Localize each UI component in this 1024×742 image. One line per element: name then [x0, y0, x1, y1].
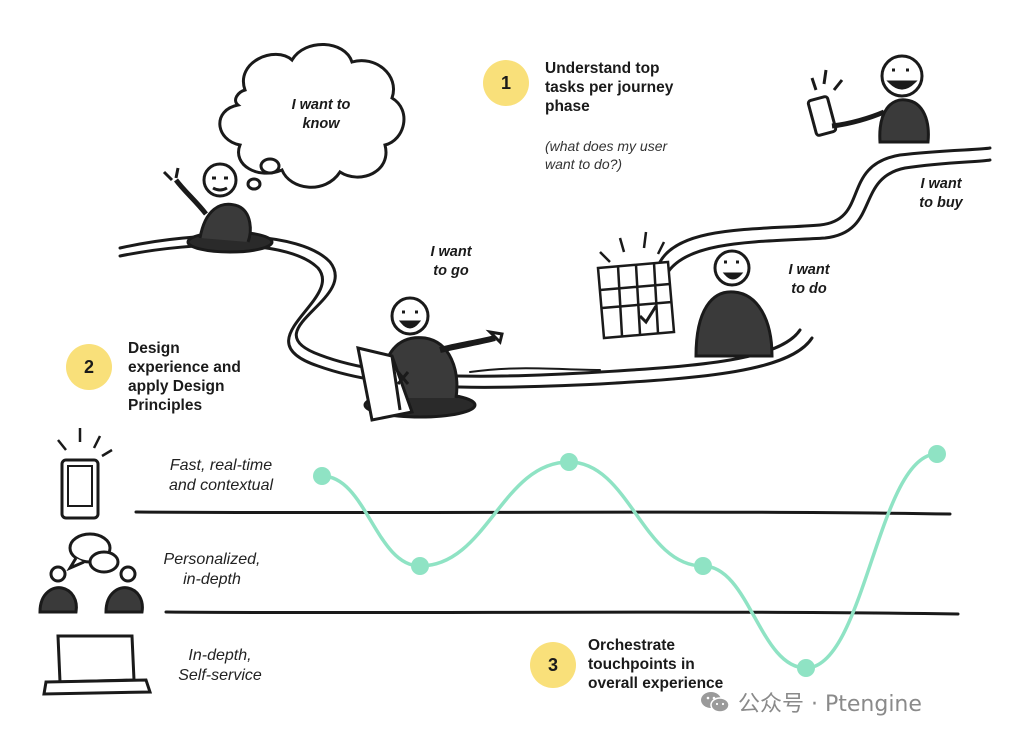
- step-1-note: (what does my user want to do?): [545, 138, 668, 172]
- want-to-go-label: I want to go: [430, 244, 472, 279]
- step-1-title: Understand top tasks per journey phase: [545, 60, 674, 115]
- chat-people-icon: [38, 532, 144, 614]
- touchpoint-dot-6: [928, 445, 946, 463]
- figure-go: [356, 296, 504, 422]
- wechat-icon: [701, 692, 730, 713]
- step-1-badge: 1: [483, 60, 529, 106]
- step-2-title: Design experience and apply Design Princ…: [128, 340, 241, 414]
- smartphone-icon: [57, 428, 113, 520]
- lane-lines: [134, 510, 960, 616]
- want-to-know-label: I want to know: [291, 97, 351, 132]
- figure-buy: [806, 54, 930, 144]
- channel-label-fast: Fast, real-time and contextual: [168, 457, 274, 494]
- want-to-buy-label: I want to buy: [919, 176, 963, 211]
- watermark-text: 公众号 · Ptengine: [738, 692, 922, 717]
- thought-cloud: [218, 43, 406, 191]
- touchpoint-dot-5: [797, 659, 815, 677]
- touchpoint-dot-3: [560, 453, 578, 471]
- step-2-badge: 2: [66, 344, 112, 390]
- want-to-do-label: I want to do: [788, 262, 830, 297]
- step-3-title: Orchestrate touchpoints in overall exper…: [588, 637, 724, 692]
- laptop-icon: [42, 634, 153, 696]
- touchpoint-dot-1: [313, 467, 331, 485]
- figure-do: [694, 249, 774, 358]
- watermark: 公众号 · Ptengine: [700, 686, 922, 718]
- touchpoint-dot-4: [694, 557, 712, 575]
- touchpoint-dot-2: [411, 557, 429, 575]
- touchpoint-curve: [313, 445, 946, 677]
- figure-know: [162, 162, 274, 254]
- channel-label-personalized: Personalized, in-depth: [163, 551, 261, 588]
- step-3-badge: 3: [530, 642, 576, 688]
- journey-road: [118, 146, 992, 389]
- channel-label-selfservice: In-depth, Self-service: [178, 647, 262, 684]
- calendar-icon: [596, 231, 676, 340]
